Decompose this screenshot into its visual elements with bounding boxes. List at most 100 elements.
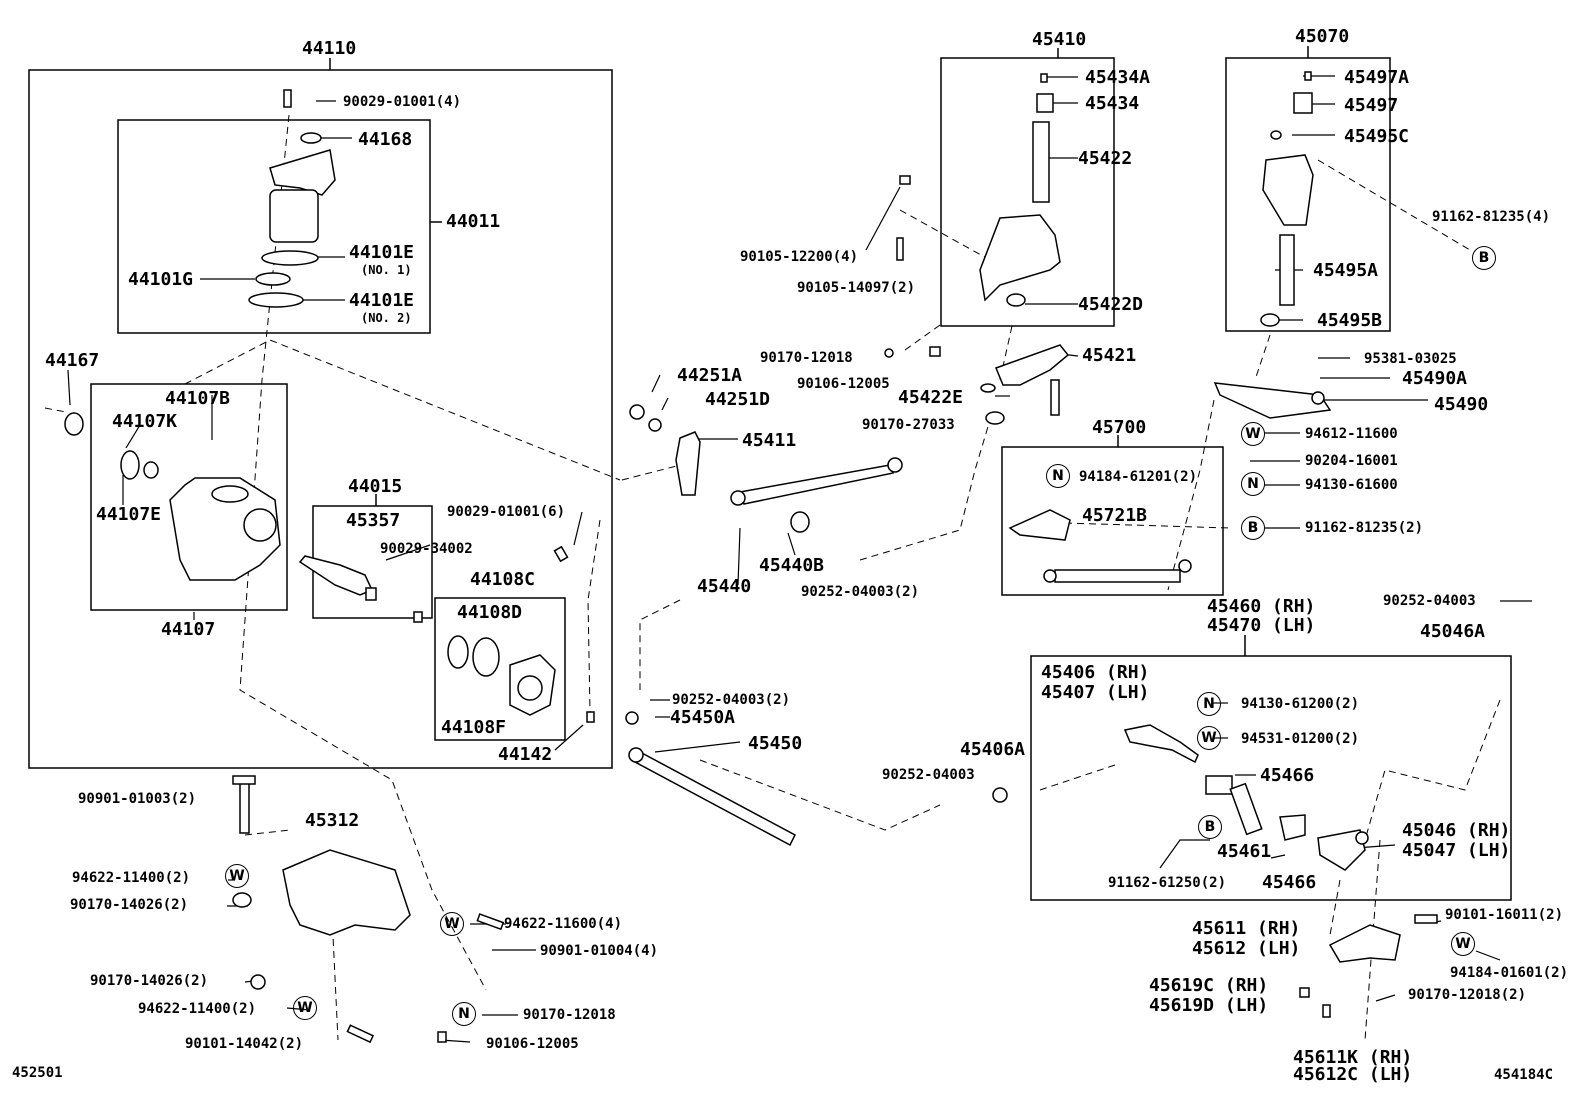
washer-symbol-1: W (225, 864, 249, 888)
washer-symbol-2: W (440, 912, 464, 936)
part-94531-01200: 94531-01200(2) (1241, 731, 1360, 747)
assembly-45470: 45470 (LH) (1207, 615, 1316, 636)
assembly-45700: 45700 (1092, 417, 1147, 438)
part-45611k: 45611K (RH) (1293, 1047, 1413, 1068)
part-45461: 45461 (1217, 841, 1272, 862)
washer-symbol-6: W (1451, 932, 1475, 956)
part-90170-14026-a: 90170-14026(2) (70, 897, 189, 913)
part-45490: 45490 (1434, 394, 1489, 415)
part-95381-03025: 95381-03025 (1364, 351, 1457, 367)
part-90170-12018-2: 90170-12018(2) (1408, 987, 1527, 1003)
assembly-45410: 45410 (1032, 29, 1087, 50)
part-45495a: 45495A (1313, 260, 1379, 281)
part-44168: 44168 (358, 129, 413, 150)
part-44251a: 44251A (677, 365, 743, 386)
part-90252-04003-2a: 90252-04003(2) (801, 584, 920, 600)
part-90106-12005-a: 90106-12005 (486, 1036, 579, 1052)
part-45495b: 45495B (1317, 310, 1383, 331)
part-45407: 45407 (LH) (1041, 682, 1150, 703)
part-45434: 45434 (1085, 93, 1140, 114)
part-90252-04003-b: 90252-04003 (882, 767, 975, 783)
part-94130-61600: 94130-61600 (1305, 477, 1398, 493)
part-45046a: 45046A (1420, 621, 1486, 642)
part-90101-16011: 90101-16011(2) (1445, 907, 1564, 923)
part-44101g: 44101G (128, 269, 194, 290)
bolt-symbol-2: B (1241, 516, 1265, 540)
washer-symbol-3: W (293, 996, 317, 1020)
part-45450: 45450 (748, 733, 803, 754)
assembly-44011: 44011 (446, 211, 501, 232)
part-44101e-1-note: (NO. 1) (361, 263, 412, 277)
part-45466-a: 45466 (1260, 765, 1315, 786)
box-44110 (28, 69, 613, 769)
diagram-code-right: 454184C (1494, 1067, 1554, 1083)
part-45612c: 45612C (LH) (1293, 1064, 1413, 1085)
washer-symbol-5: W (1197, 726, 1221, 750)
box-45700 (1001, 446, 1224, 596)
box-44011 (117, 119, 431, 334)
assembly-45460: 45460 (RH) (1207, 596, 1316, 617)
part-44107k: 44107K (112, 411, 178, 432)
part-90170-27033: 90170-27033 (862, 417, 955, 433)
nut-symbol-1: N (452, 1002, 476, 1026)
part-44108f: 44108F (441, 717, 507, 738)
part-94622-11400-a: 94622-11400(2) (72, 870, 191, 886)
diagram-code-left: 452501 (12, 1065, 63, 1081)
part-90170-12018-a: 90170-12018 (523, 1007, 616, 1023)
bolt-symbol-1: B (1472, 246, 1496, 270)
part-45466-b: 45466 (1262, 872, 1317, 893)
part-44108d: 44108D (457, 602, 523, 623)
part-90252-04003-a: 90252-04003 (1383, 593, 1476, 609)
part-90105-12200: 90105-12200(4) (740, 249, 859, 265)
part-90106-12005-b: 90106-12005 (797, 376, 890, 392)
box-44107 (90, 383, 288, 611)
part-45450a: 45450A (670, 707, 736, 728)
part-45721b: 45721B (1082, 505, 1148, 526)
part-44101e-2: 44101E (349, 290, 415, 311)
part-44108c: 44108C (470, 569, 536, 590)
part-44015: 44015 (348, 476, 403, 497)
box-45410 (940, 57, 1115, 327)
part-90901-01003: 90901-01003(2) (78, 791, 197, 807)
part-44142: 44142 (498, 744, 553, 765)
part-94612-11600: 94612-11600 (1305, 426, 1398, 442)
part-45434a: 45434A (1085, 67, 1151, 88)
part-44107: 44107 (161, 619, 216, 640)
part-45312: 45312 (305, 810, 360, 831)
part-45357: 45357 (346, 510, 401, 531)
assembly-44110: 44110 (302, 38, 357, 59)
part-44167: 44167 (45, 350, 100, 371)
part-90170-12018-b: 90170-12018 (760, 350, 853, 366)
assembly-45070: 45070 (1295, 26, 1350, 47)
part-45619d: 45619D (LH) (1149, 995, 1269, 1016)
part-45611: 45611 (RH) (1192, 918, 1301, 939)
nut-symbol-3: N (1241, 472, 1265, 496)
part-94184-61201: 94184-61201(2) (1079, 469, 1198, 485)
part-45490a: 45490A (1402, 368, 1468, 389)
part-91162-81235-4: 91162-81235(4) (1432, 209, 1551, 225)
part-45406a: 45406A (960, 739, 1026, 760)
part-90029-34002: 90029-34002 (380, 541, 473, 557)
nut-symbol-2: N (1046, 464, 1070, 488)
box-44108C (434, 597, 566, 741)
part-94184-01601: 94184-01601(2) (1450, 965, 1569, 981)
part-45497: 45497 (1344, 95, 1399, 116)
washer-symbol-4: W (1241, 422, 1265, 446)
part-45406: 45406 (RH) (1041, 662, 1150, 683)
part-44107b: 44107B (165, 388, 231, 409)
part-90204-16001: 90204-16001 (1305, 453, 1398, 469)
part-45422: 45422 (1078, 148, 1133, 169)
part-90029-01001-6: 90029-01001(6) (447, 504, 566, 520)
part-94130-61200: 94130-61200(2) (1241, 696, 1360, 712)
part-90252-04003-2b: 90252-04003(2) (672, 692, 791, 708)
part-45422d: 45422D (1078, 294, 1144, 315)
part-90029-01001-4: 90029-01001(4) (343, 94, 462, 110)
part-94622-11400-b: 94622-11400(2) (138, 1001, 257, 1017)
part-45612: 45612 (LH) (1192, 938, 1301, 959)
part-90901-01004: 90901-01004(4) (540, 943, 659, 959)
part-91162-61250: 91162-61250(2) (1108, 875, 1227, 891)
part-45619c: 45619C (RH) (1149, 975, 1269, 996)
part-44107e: 44107E (96, 504, 162, 525)
